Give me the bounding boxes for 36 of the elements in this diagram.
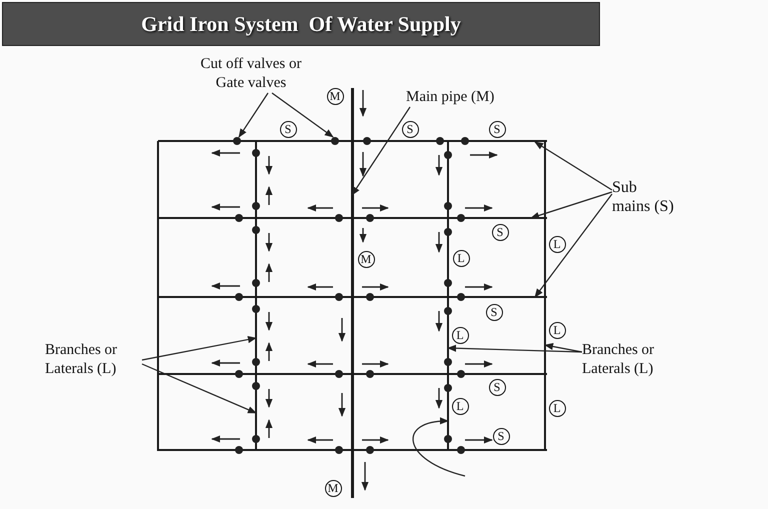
callout-text: Cut off valves or Gate valves: [200, 55, 302, 93]
circled-letter: S: [492, 428, 510, 444]
title: Grid Iron System Of Water Supply: [141, 12, 461, 36]
circled-letter: S: [402, 120, 418, 138]
circled-letter: S: [492, 224, 508, 240]
circled-letter: S: [280, 120, 296, 138]
leader-line: [142, 363, 257, 414]
circled-letter: M: [326, 88, 344, 104]
valve-dot: [233, 137, 241, 145]
leader-line: [534, 142, 612, 190]
circled-letter: M: [358, 250, 374, 268]
leader-line: [142, 336, 257, 361]
circled-letter: S: [488, 378, 506, 396]
circled-letter: L: [452, 326, 468, 344]
circled-letter: M: [324, 480, 342, 496]
leader-line: [352, 106, 410, 196]
callout-text: Main pipe (M): [406, 88, 516, 107]
callout-text: Branches or Laterals (L): [582, 341, 686, 379]
leader-line: [534, 194, 612, 298]
valve-dot: [331, 137, 339, 145]
leader-line: [544, 342, 582, 353]
curved-arrow: [412, 418, 466, 477]
leader-line: [238, 92, 268, 138]
circled-letter: L: [548, 322, 566, 338]
circled-letter: S: [486, 304, 502, 320]
callout-text: Sub mains (S): [612, 178, 678, 216]
callout-text: Branches or Laterals (L): [45, 341, 142, 379]
circled-letter: L: [452, 250, 470, 266]
circled-letter: L: [548, 400, 566, 416]
circled-letter: L: [452, 398, 468, 414]
circled-letter: S: [488, 120, 506, 138]
leader-line: [447, 344, 582, 353]
main-pipe: [351, 88, 354, 498]
circled-letter: L: [548, 236, 566, 252]
leader-line: [530, 191, 612, 219]
leader-line: [272, 92, 334, 138]
